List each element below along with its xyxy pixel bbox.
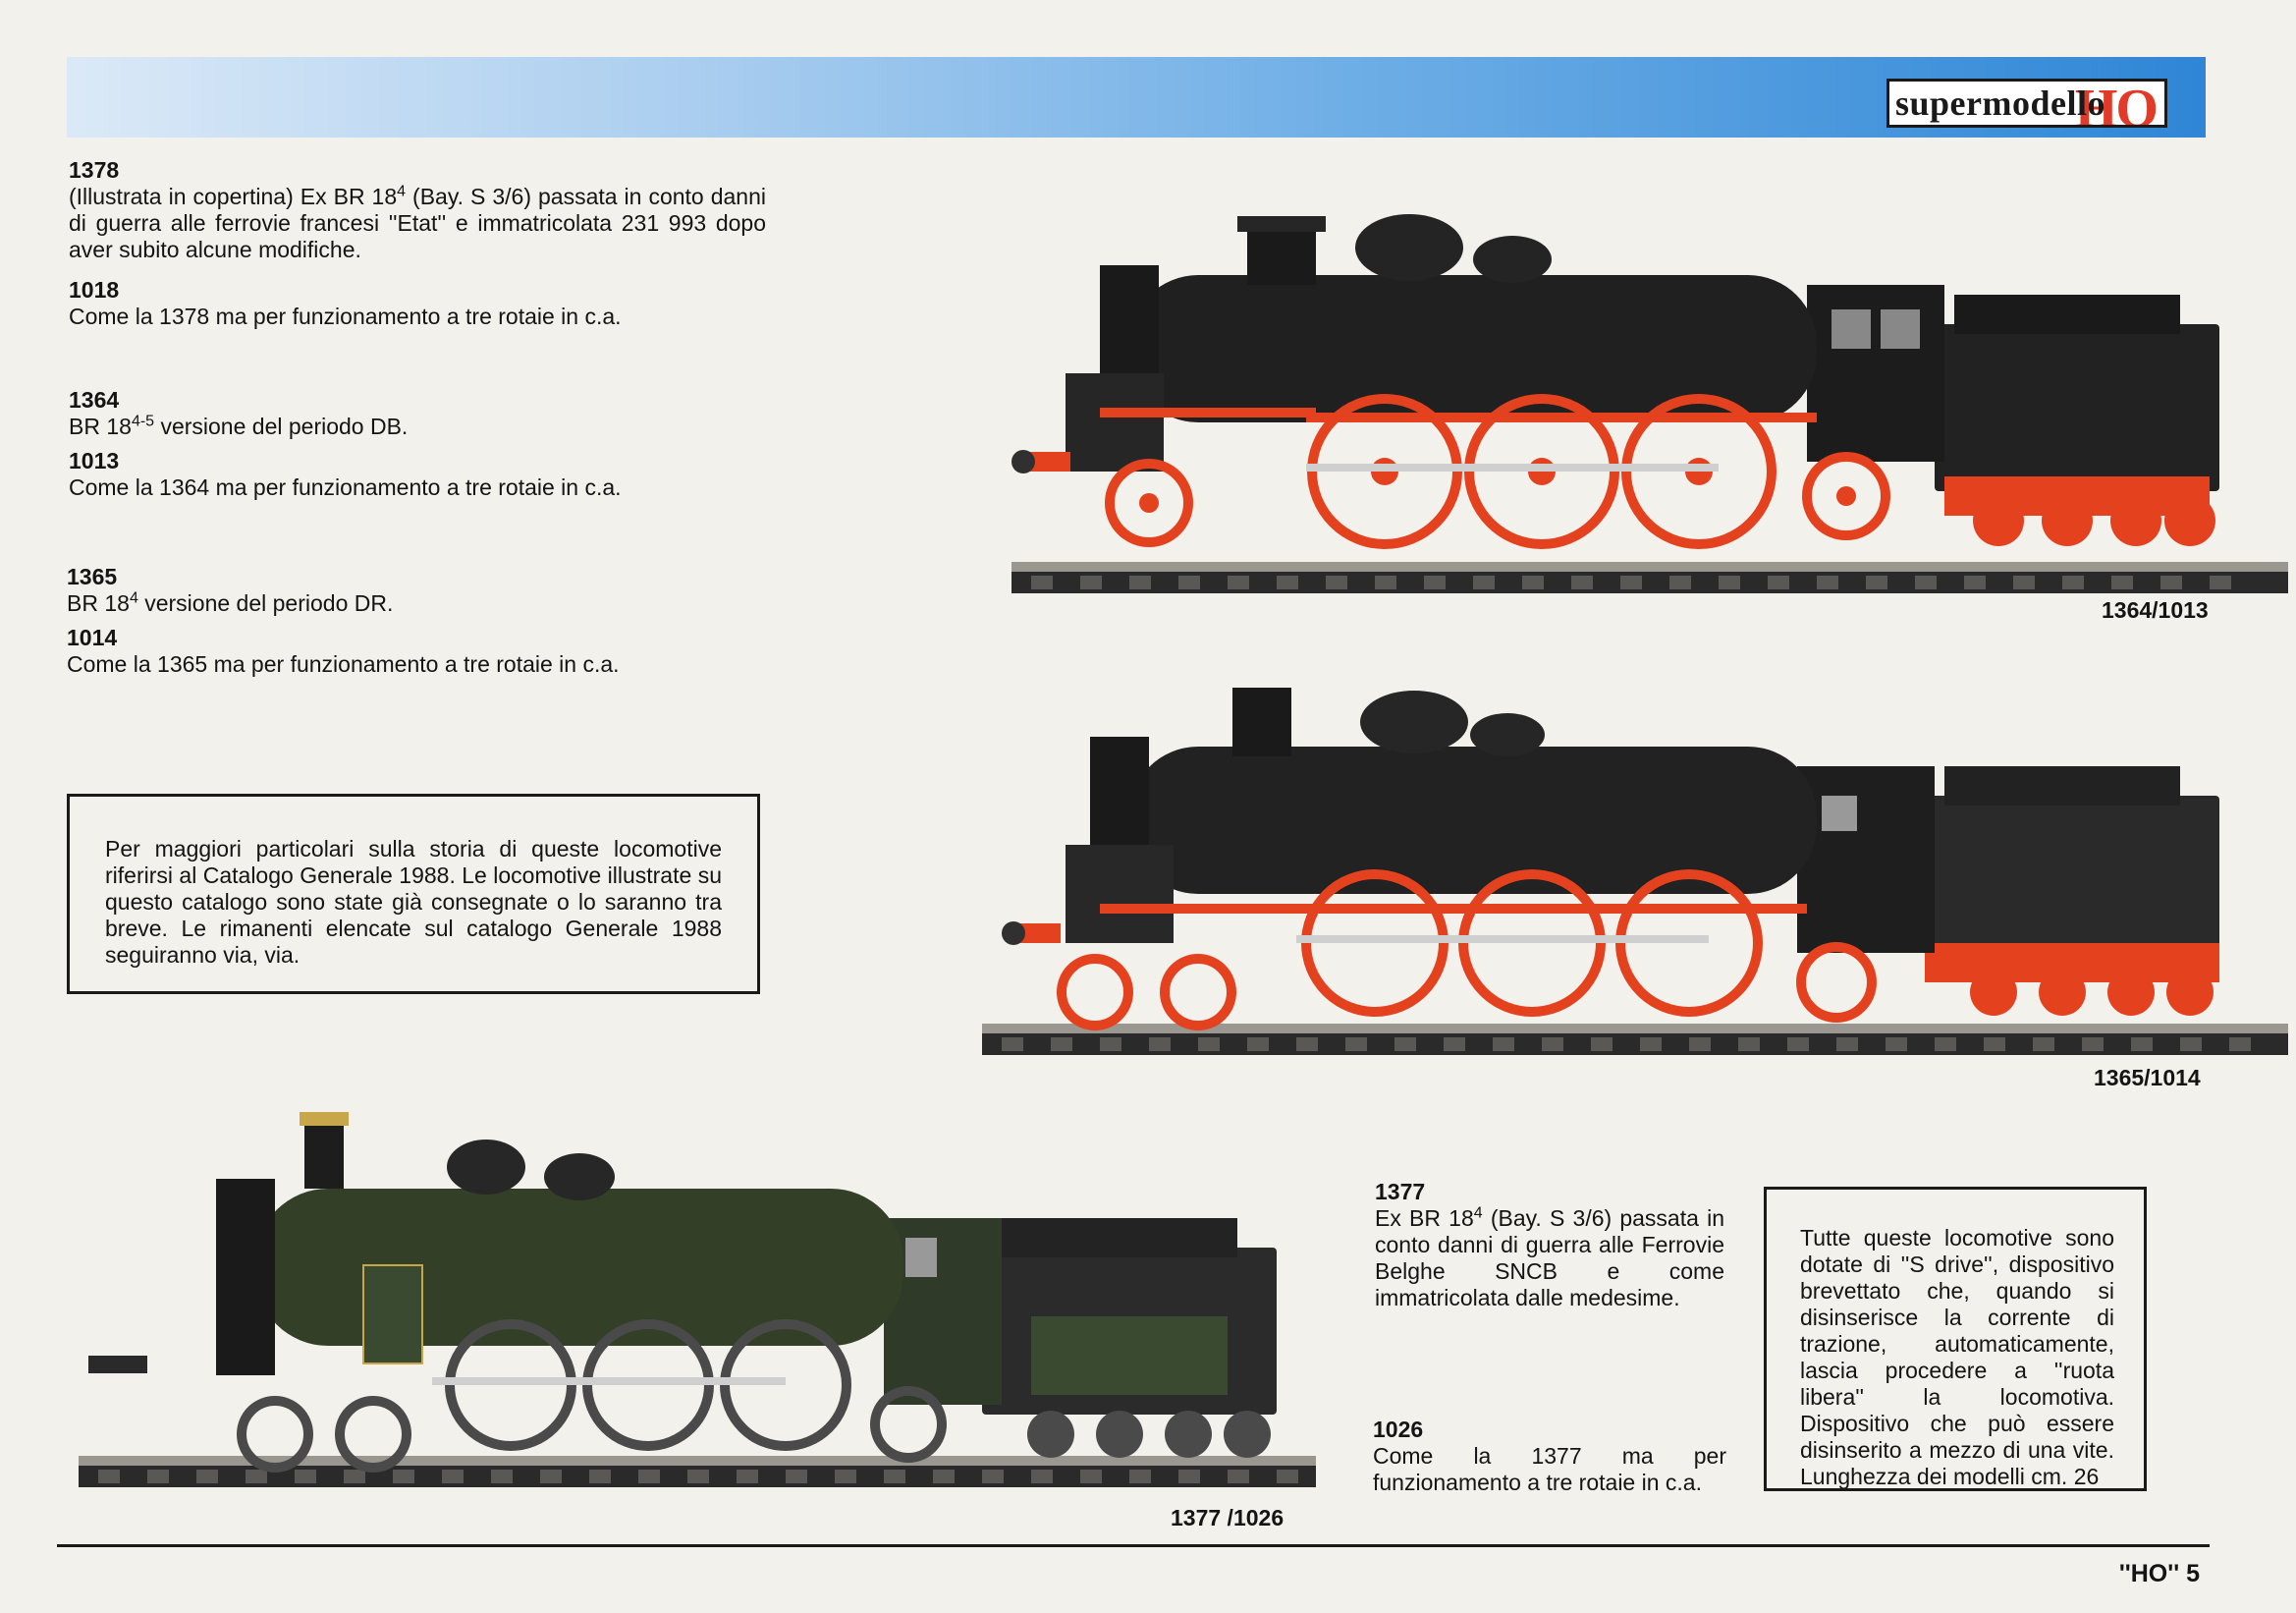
block-1365: 1365 BR 184 versione del periodo DR. 101… [67, 564, 764, 678]
code-1018: 1018 [69, 277, 120, 303]
block-1026: 1026 Come la 1377 ma per funzionamento a… [1373, 1417, 1726, 1496]
desc-1018: Come la 1378 ma per funzionamento a tre … [69, 304, 622, 329]
code-1013: 1013 [69, 448, 120, 473]
desc-1378: (Illustrata in copertina) Ex BR 184 (Bay… [69, 183, 766, 262]
desc-1026: Come la 1377 ma per funzionamento a tre … [1373, 1443, 1726, 1495]
info-box-text: Per maggiori particolari sulla storia di… [105, 836, 722, 968]
s-drive-text: Tutte queste locomotive sono dotate di '… [1800, 1225, 2114, 1489]
brand-ho-mark: HO [2074, 79, 2159, 128]
block-1364: 1364 BR 184-5 versione del periodo DB. 1… [69, 387, 766, 501]
code-1365: 1365 [67, 564, 118, 589]
code-1364: 1364 [69, 387, 120, 413]
desc-1014: Come la 1365 ma per funzionamento a tre … [67, 651, 620, 677]
code-1026: 1026 [1373, 1417, 1424, 1442]
brand-name: supermodello [1895, 83, 2106, 123]
block-1377: 1377 Ex BR 184 (Bay. S 3/6) passata in c… [1375, 1179, 1724, 1311]
locomotive-photo-1364 [1011, 214, 2288, 593]
page-number: ''HO'' 5 [2118, 1560, 2200, 1587]
s-drive-box: Tutte queste locomotive sono dotate di '… [1764, 1187, 2147, 1491]
footer-rule [57, 1544, 2210, 1547]
code-1378: 1378 [69, 157, 120, 183]
info-box: Per maggiori particolari sulla storia di… [67, 794, 760, 994]
locomotive-photo-1377 [79, 1112, 1316, 1487]
code-1014: 1014 [67, 625, 118, 650]
brand-logo: HO supermodello [1886, 79, 2167, 128]
code-1377: 1377 [1375, 1179, 1426, 1204]
header-band [67, 57, 2206, 138]
block-1378: 1378 (Illustrata in copertina) Ex BR 184… [69, 157, 766, 330]
caption-loco-2: 1365/1014 [2094, 1065, 2201, 1090]
desc-1013: Come la 1364 ma per funzionamento a tre … [69, 474, 622, 500]
desc-1377: Ex BR 184 (Bay. S 3/6) passata in conto … [1375, 1204, 1724, 1310]
desc-1365: BR 184 versione del periodo DR. [67, 589, 394, 616]
desc-1364: BR 184-5 versione del periodo DB. [69, 413, 409, 439]
caption-loco-3: 1377 /1026 [1171, 1505, 1285, 1530]
locomotive-photo-1365 [982, 688, 2288, 1055]
caption-loco-1: 1364/1013 [2102, 597, 2209, 623]
